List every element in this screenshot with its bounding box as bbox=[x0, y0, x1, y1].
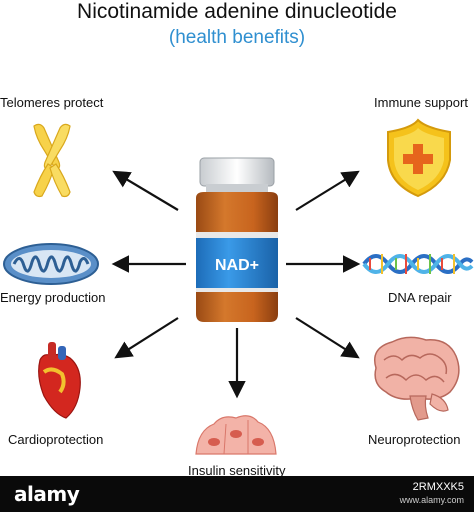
arrows bbox=[111, 170, 361, 399]
diagram-canvas: NAD+ bbox=[3, 118, 474, 455]
brand-logo: alamy bbox=[14, 482, 80, 506]
arrow-cardio bbox=[114, 317, 179, 359]
nad-label: NAD+ bbox=[215, 257, 259, 274]
label-energy: Energy production bbox=[0, 290, 106, 305]
diagram-title: Nicotinamide adenine dinucleotide bbox=[77, 0, 397, 23]
label-insulin: Insulin sensitivity bbox=[188, 463, 286, 478]
cells-icon bbox=[195, 415, 277, 455]
label-neuro: Neuroprotection bbox=[368, 432, 461, 447]
label-telomeres: Telomeres protect bbox=[0, 95, 104, 110]
mitochondrion-icon bbox=[3, 243, 99, 285]
label-cardio: Cardioprotection bbox=[8, 432, 104, 447]
shield-icon bbox=[387, 118, 451, 198]
image-id: 2RMXXK5 bbox=[412, 481, 464, 493]
watermark-bar: alamy 2RMXXK5 www.alamy.com bbox=[0, 476, 474, 512]
site-url: www.alamy.com bbox=[399, 495, 464, 505]
arrow-neuro bbox=[295, 317, 360, 359]
label-dna: DNA repair bbox=[388, 290, 452, 305]
chromosome-icon bbox=[33, 123, 71, 198]
bottle-icon bbox=[196, 157, 278, 322]
arrow-telomeres bbox=[112, 170, 179, 211]
arrow-immune bbox=[295, 170, 360, 211]
heart-icon bbox=[38, 342, 81, 419]
brain-icon bbox=[374, 336, 460, 421]
diagram-subtitle: (health benefits) bbox=[168, 27, 306, 48]
label-immune: Immune support bbox=[374, 95, 468, 110]
dna-icon bbox=[362, 254, 474, 274]
